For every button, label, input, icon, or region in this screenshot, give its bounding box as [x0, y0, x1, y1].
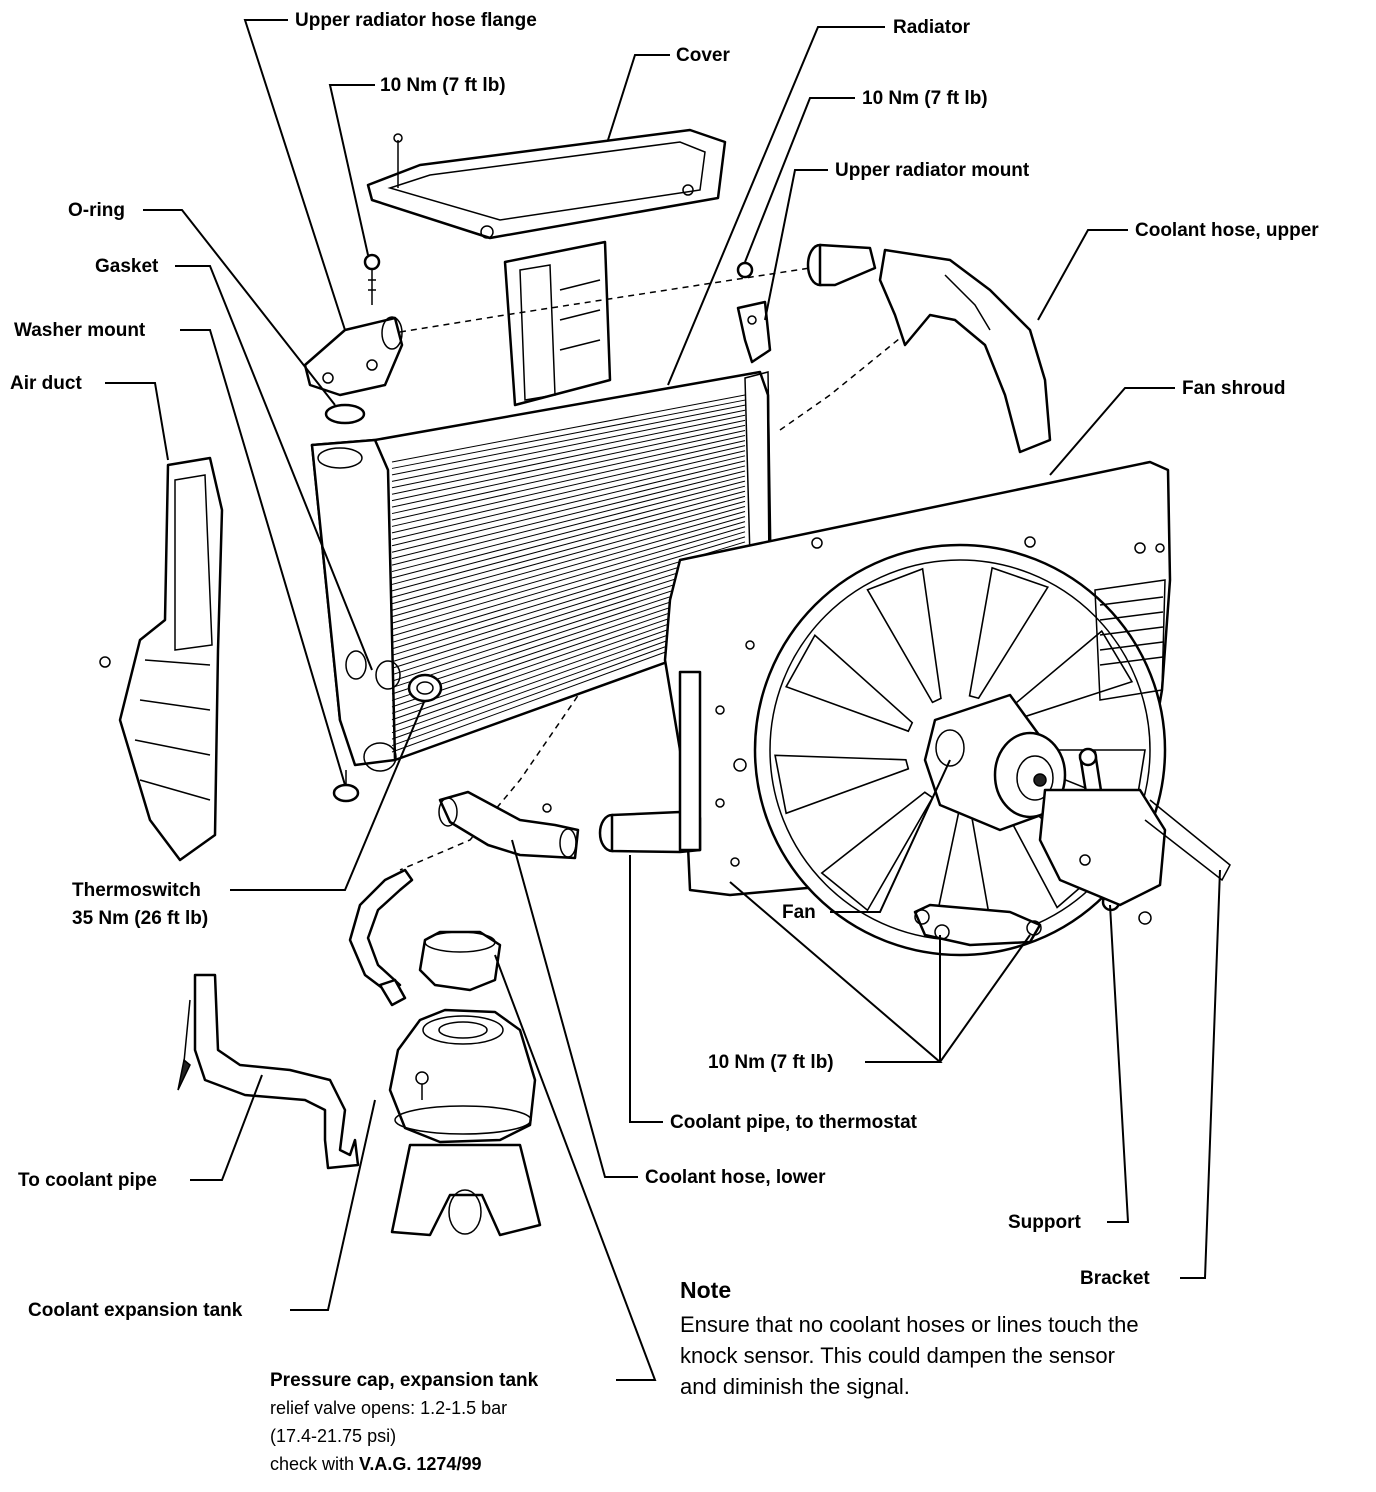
- label-bracket: Bracket: [1080, 1268, 1150, 1289]
- radiator-fin-line: [391, 485, 746, 579]
- pressure-cap-part: [418, 930, 502, 992]
- note-title: Note: [680, 1277, 731, 1303]
- label-torque-fan: 10 Nm (7 ft lb): [708, 1052, 834, 1073]
- bracket-part: [1038, 788, 1231, 925]
- label-relief-line1: relief valve opens: 1.2-1.5 bar: [270, 1398, 507, 1418]
- label-to-coolant-pipe: To coolant pipe: [18, 1170, 157, 1191]
- radiator-fin-line: [391, 450, 746, 534]
- radiator-fin-line: [391, 526, 746, 631]
- radiator-fin-line: [391, 404, 746, 476]
- label-relief-line2: (17.4-21.75 psi): [270, 1426, 396, 1446]
- o-ring: [324, 403, 366, 425]
- label-support: Support: [1008, 1212, 1081, 1233]
- label-cover: Cover: [676, 45, 730, 66]
- radiator-fin-line: [391, 505, 746, 605]
- radiator-fin-line: [391, 424, 746, 502]
- label-coolant-hose-lower: Coolant hose, lower: [645, 1167, 826, 1188]
- fan-blade: [866, 567, 942, 704]
- fan-blade: [820, 791, 934, 912]
- air-duct-part: [99, 456, 224, 862]
- fan-mount-bolts: [913, 903, 1042, 947]
- upper-radiator-hose-flange: [303, 316, 404, 397]
- cover-part: [366, 128, 727, 240]
- radiator-fin-line: [391, 419, 746, 495]
- label-fan-shroud: Fan shroud: [1182, 378, 1285, 399]
- radiator-fin-line: [391, 490, 746, 585]
- fan-blade: [785, 633, 914, 733]
- radiator-fin-line: [391, 465, 746, 553]
- label-check-with: check with V.A.G. 1274/99: [270, 1454, 481, 1474]
- air-guide-plate: [503, 240, 612, 407]
- label-thermoswitch-torque: 35 Nm (26 ft lb): [72, 908, 208, 929]
- coolant-expansion-tank-part: [388, 1008, 542, 1237]
- washer-mount-part: [332, 770, 360, 803]
- radiator-fin-line: [391, 500, 746, 598]
- to-coolant-pipe-hose: [177, 973, 360, 1170]
- radiator-fin-line: [391, 399, 746, 469]
- label-check-prefix: check with: [270, 1454, 359, 1474]
- radiator-core-fins: [391, 394, 746, 753]
- radiator-fin-line: [391, 475, 746, 566]
- upper-radiator-mount-part: [736, 261, 772, 364]
- radiator-fin-line: [391, 536, 746, 643]
- coolant-hose-lower-part: [438, 790, 580, 860]
- radiator-fin-line: [391, 394, 746, 463]
- label-pressure-cap: Pressure cap, expansion tank: [270, 1370, 539, 1391]
- radiator-fin-line: [391, 429, 746, 508]
- radiator-fin-line: [391, 445, 746, 527]
- overflow-hose: [348, 868, 414, 1007]
- label-coolant-pipe-to-thermostat: Coolant pipe, to thermostat: [670, 1112, 918, 1133]
- label-fan: Fan: [782, 902, 816, 923]
- radiator-fin-line: [391, 531, 746, 637]
- coolant-hose-upper-part: [806, 243, 1052, 454]
- fan-blade: [968, 566, 1050, 700]
- thermoswitch-part: [407, 673, 443, 703]
- coolant-pipe-to-thermostat-part: [598, 670, 702, 854]
- label-thermoswitch: Thermoswitch: [72, 880, 201, 901]
- label-radiator: Radiator: [893, 17, 971, 38]
- leader-lines: [105, 19, 1221, 1381]
- fan-blade: [774, 754, 910, 815]
- radiator-fin-line: [391, 440, 746, 521]
- label-o-ring: O-ring: [68, 200, 125, 221]
- label-torque-hose-flange: 10 Nm (7 ft lb): [380, 75, 506, 96]
- label-washer-mount: Washer mount: [14, 320, 146, 341]
- label-air-duct: Air duct: [10, 373, 82, 394]
- radiator-part: [310, 370, 773, 772]
- note-line-2: knock sensor. This could dampen the sens…: [680, 1343, 1115, 1368]
- radiator-fin-line: [391, 455, 746, 540]
- label-upper-radiator-hose-flange: Upper radiator hose flange: [295, 10, 537, 31]
- radiator-fin-line: [391, 516, 746, 618]
- label-check-tool: V.A.G. 1274/99: [359, 1454, 481, 1474]
- radiator-fin-line: [391, 470, 746, 560]
- labels: Upper radiator hose flange 10 Nm (7 ft l…: [10, 10, 1319, 1474]
- note-line-3: and diminish the signal.: [680, 1374, 910, 1399]
- radiator-fin-line: [391, 435, 746, 515]
- radiator-fin-line: [391, 495, 746, 592]
- label-coolant-expansion-tank: Coolant expansion tank: [28, 1300, 243, 1321]
- label-gasket: Gasket: [95, 256, 159, 277]
- radiator-fin-line: [391, 511, 746, 611]
- radiator-fin-line: [391, 480, 746, 573]
- note-line-1: Ensure that no coolant hoses or lines to…: [680, 1312, 1139, 1337]
- radiator-fin-line: [391, 409, 746, 482]
- flange-bolt: [363, 253, 381, 305]
- radiator-fin-line: [391, 521, 746, 624]
- label-torque-radiator-mount: 10 Nm (7 ft lb): [862, 88, 988, 109]
- radiator-fin-line: [391, 460, 746, 547]
- radiator-fin-line: [391, 414, 746, 489]
- label-coolant-hose-upper: Coolant hose, upper: [1135, 220, 1319, 241]
- label-upper-radiator-mount: Upper radiator mount: [835, 160, 1030, 181]
- note-block: Note Ensure that no coolant hoses or lin…: [680, 1277, 1139, 1399]
